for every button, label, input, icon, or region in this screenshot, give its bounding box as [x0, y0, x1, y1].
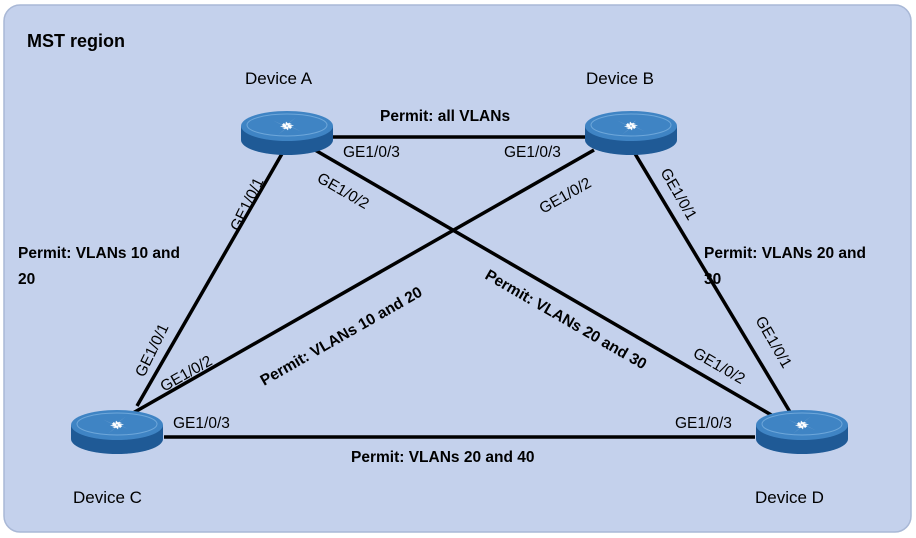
mst-region-label: MST region — [27, 31, 125, 51]
switch-icon — [585, 111, 677, 155]
device-b-switch — [585, 111, 677, 155]
link-a-c — [135, 151, 285, 407]
switch-icon — [71, 410, 163, 454]
link-c-d-port-c: GE1/0/3 — [173, 415, 230, 432]
link-c-d-permit: Permit: VLANs 20 and 40 — [351, 449, 534, 466]
link-a-b-permit: Permit: all VLANs — [380, 108, 510, 125]
switch-icon — [241, 111, 333, 155]
link-a-b-port-a: GE1/0/3 — [343, 144, 400, 161]
link-b-d-permit-line1: Permit: VLANs 20 and — [704, 245, 866, 262]
link-b-d — [632, 151, 792, 413]
device-c-switch — [71, 410, 163, 454]
device-a-switch — [241, 111, 333, 155]
device-c-label: Device C — [73, 488, 142, 507]
link-a-c-permit-line2: 20 — [18, 271, 35, 288]
device-d-label: Device D — [755, 488, 824, 507]
link-a-d — [314, 148, 781, 422]
device-a-label: Device A — [245, 69, 313, 88]
link-a-b-port-b: GE1/0/3 — [504, 144, 561, 161]
link-a-c-permit-line1: Permit: VLANs 10 and — [18, 245, 180, 262]
link-b-d-permit-line2: 30 — [704, 271, 721, 288]
device-b-label: Device B — [586, 69, 654, 88]
links — [132, 135, 792, 439]
link-c-d-port-d: GE1/0/3 — [675, 415, 732, 432]
switch-icon — [756, 410, 848, 454]
mst-region-box — [3, 4, 912, 533]
device-d-switch — [756, 410, 848, 454]
link-b-c — [132, 148, 595, 415]
